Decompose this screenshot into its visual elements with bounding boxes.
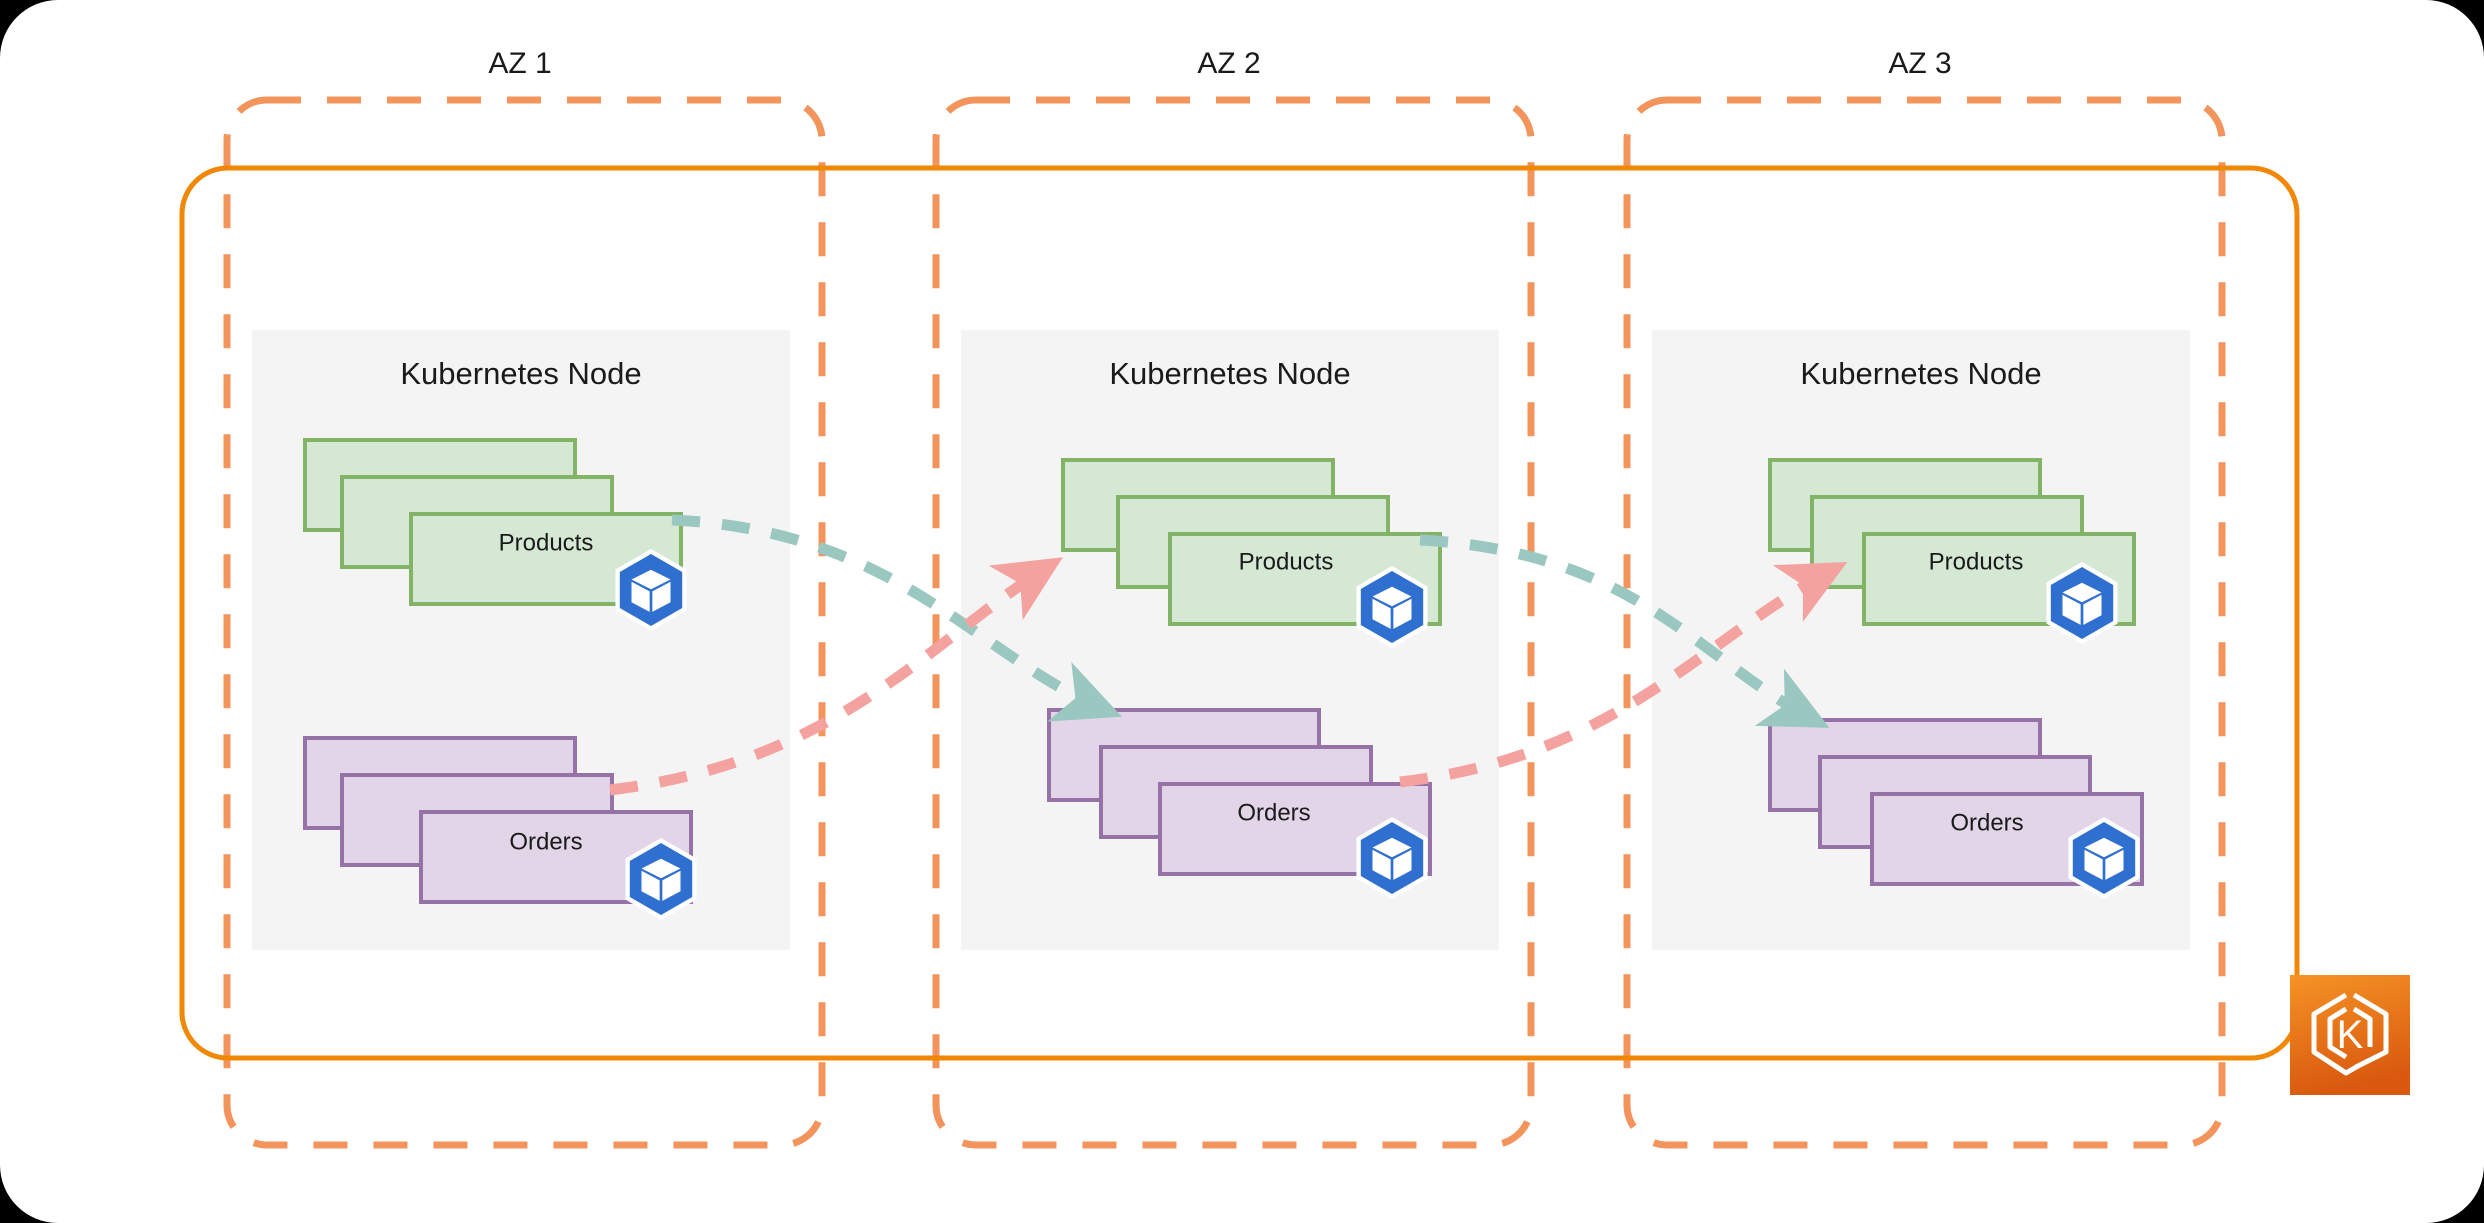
vpc-boundary: [179, 165, 2300, 1061]
kubernetes-pod-icon: [2046, 561, 2118, 645]
connection-products-az2-to-orders-az3: [1419, 534, 1830, 728]
kubernetes-pod-icon: [2068, 816, 2140, 900]
eks-badge: K: [2290, 975, 2410, 1095]
az-label-2: AZ 2: [1197, 47, 1260, 80]
az-label-3: AZ 3: [1888, 47, 1951, 80]
pod-label-products-az3: Products: [1929, 548, 2024, 575]
pod-label-orders-az3: Orders: [1950, 809, 2023, 836]
kubernetes-node-title-az2: Kubernetes Node: [1109, 356, 1350, 391]
connection-products-az1-to-orders-az2: [671, 514, 1122, 722]
pod-stack-orders-az1[interactable]: Orders: [303, 736, 697, 921]
az-region-3: [1623, 96, 2226, 1149]
pod-stack-products-az3[interactable]: Products: [1768, 458, 2136, 645]
pod-label-products-az1: Products: [499, 529, 594, 556]
pod-stack-products-az2[interactable]: Products: [1061, 458, 1442, 649]
pod-stack-products-az1[interactable]: Products: [303, 438, 687, 632]
pod-label-orders-az2: Orders: [1237, 799, 1310, 826]
kubernetes-node-title-az3: Kubernetes Node: [1800, 356, 2041, 391]
eks-badge-glyph: K: [2337, 1013, 2364, 1057]
eks-logo-mark: [2311, 992, 2389, 1076]
pod-stack-orders-az3[interactable]: Orders: [1768, 718, 2144, 900]
kubernetes-pod-icon: [625, 837, 697, 921]
pod-label-products-az2: Products: [1239, 548, 1334, 575]
az-regions: [223, 96, 2226, 1149]
connection-orders-az2-to-products-az3: [1399, 561, 1848, 788]
kubernetes-pod-icon: [1356, 565, 1428, 649]
eks-badge-background: [2290, 975, 2410, 1095]
az-label-1: AZ 1: [488, 47, 551, 80]
kubernetes-pod-icon: [1356, 816, 1428, 900]
cross-az-connections: [609, 514, 1848, 796]
az-region-1: [223, 96, 826, 1149]
kubernetes-nodes: Kubernetes Node Kubernetes Node Kubernet…: [252, 330, 2190, 950]
kubernetes-pod-icon: [615, 548, 687, 632]
pod-label-orders-az1: Orders: [509, 828, 582, 855]
pod-stack-orders-az2[interactable]: Orders: [1047, 708, 1432, 900]
az-region-2: [932, 96, 1535, 1149]
kubernetes-node-title-az1: Kubernetes Node: [400, 356, 641, 391]
